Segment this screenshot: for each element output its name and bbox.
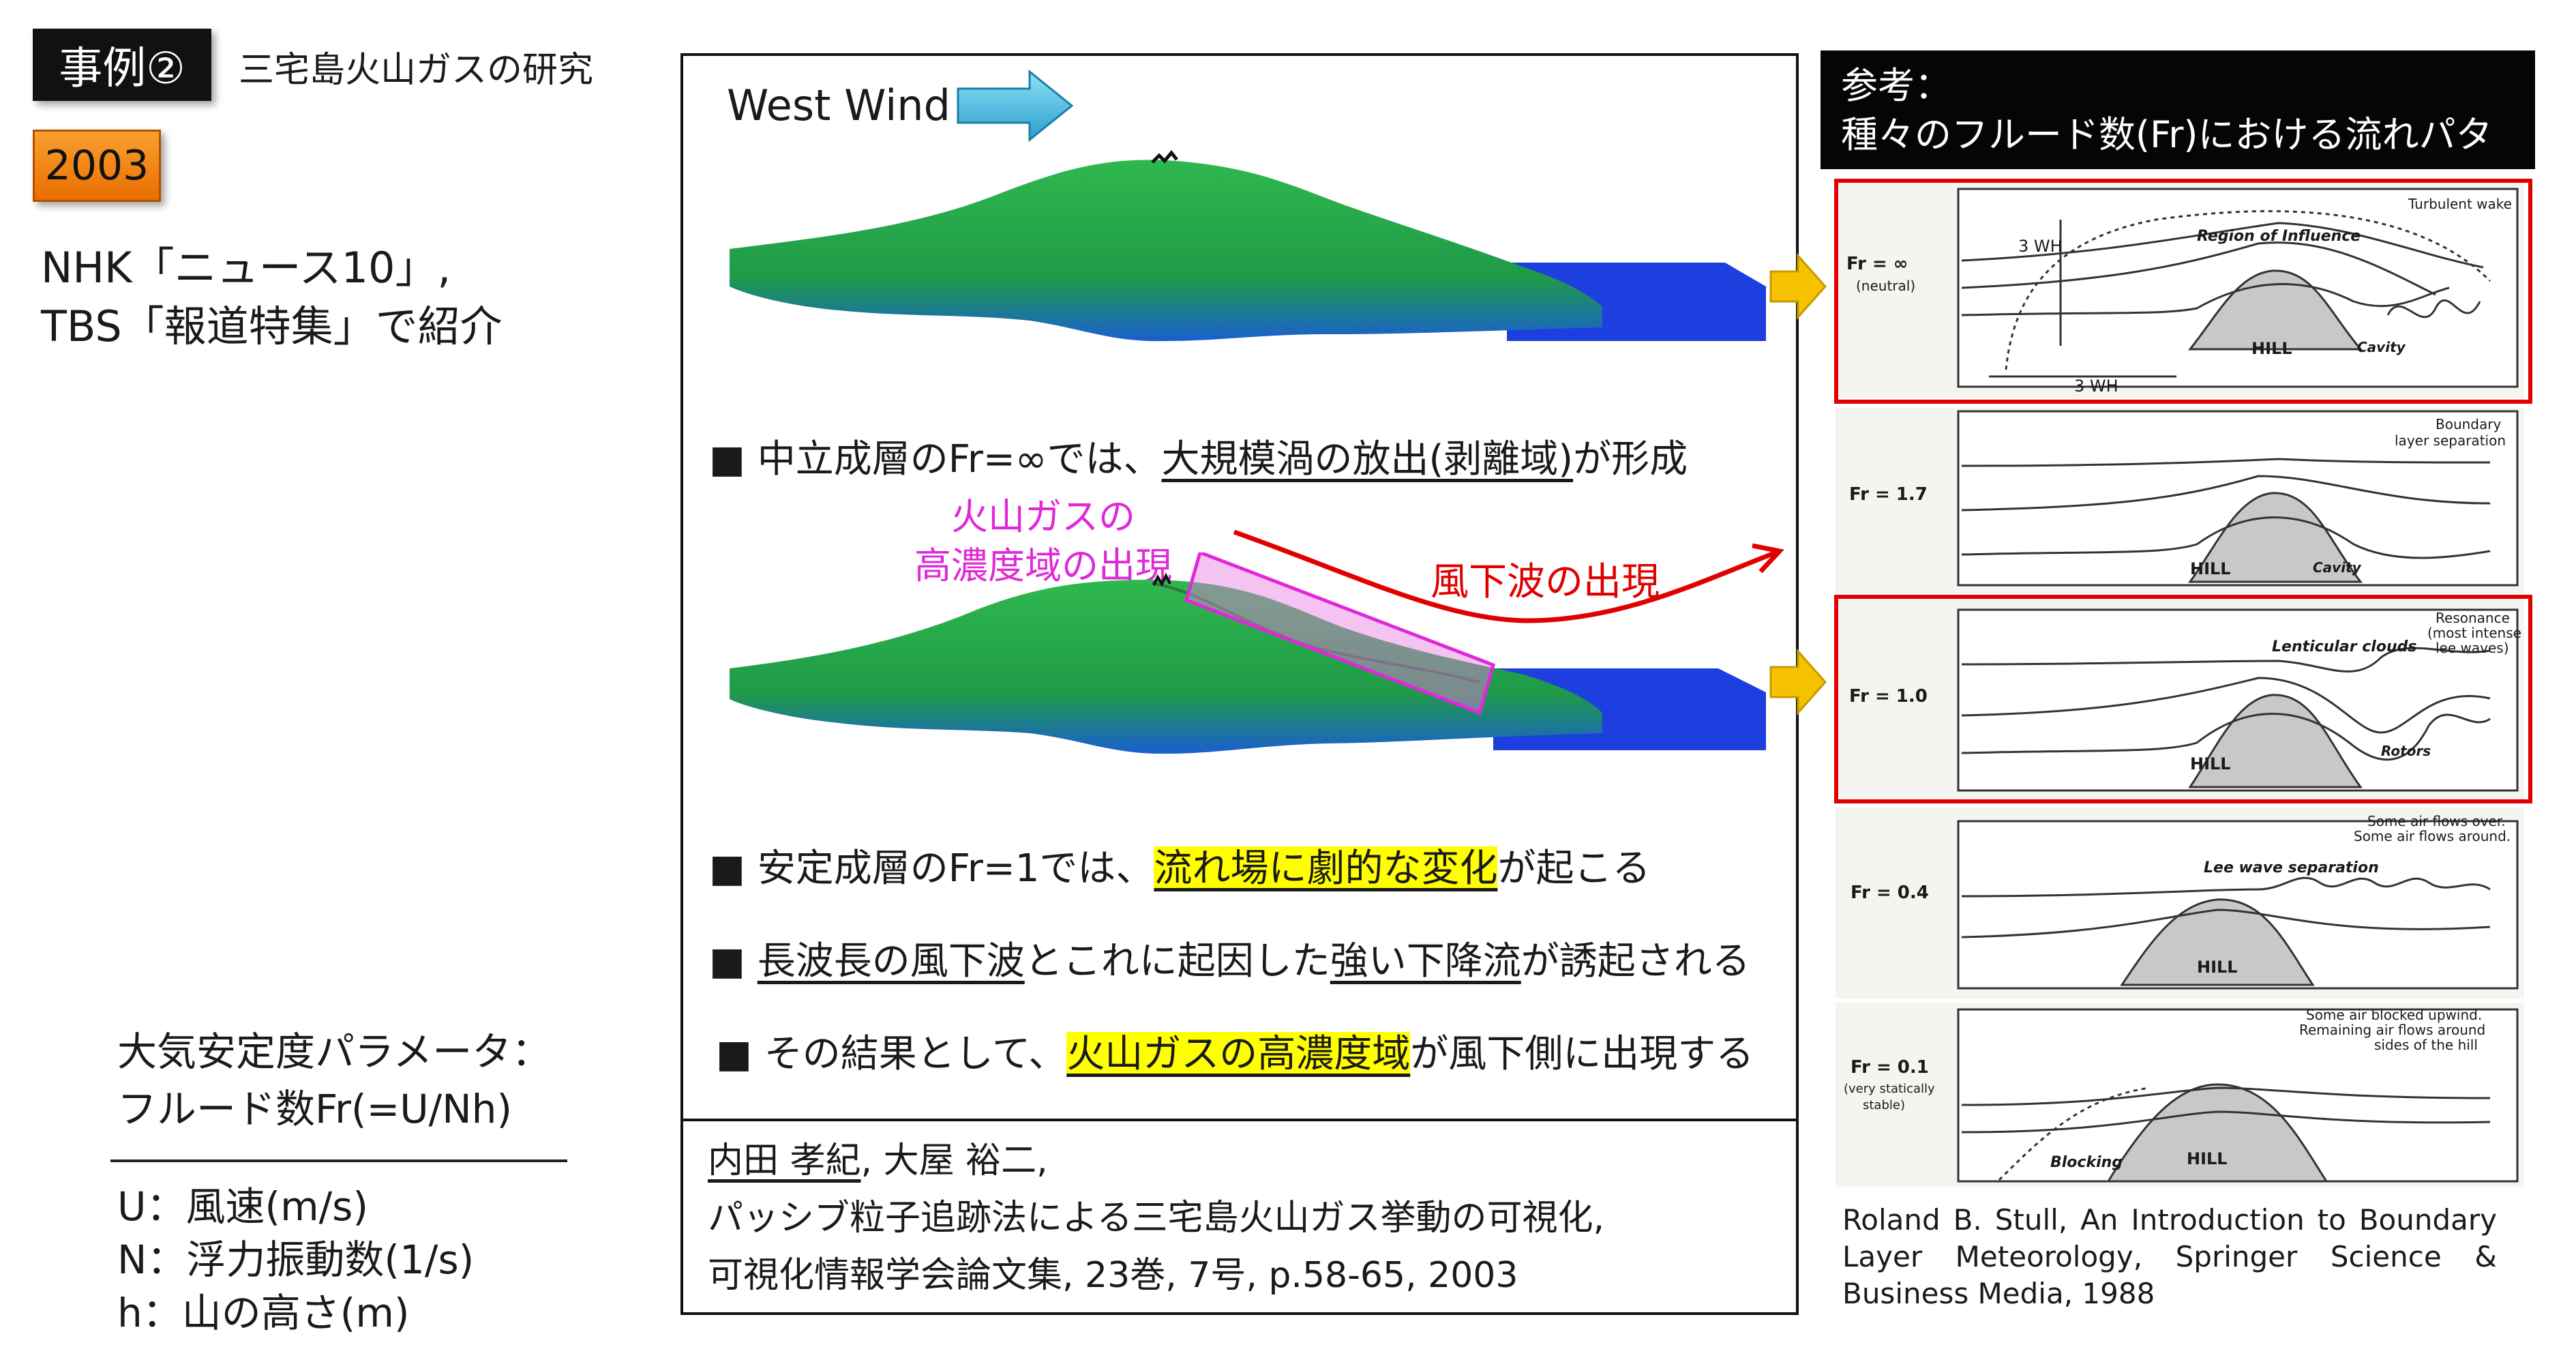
fr-inf-sub: (neutral) xyxy=(1856,278,1916,294)
bullet-lee-wave: ■ 長波長の風下波とこれに起因した強い下降流が誘起される xyxy=(709,930,1750,986)
bullet-result-highlight: 火山ガスの高濃度域 xyxy=(1066,1032,1411,1076)
label-lee-waves: lee waves) xyxy=(2436,640,2509,656)
year-tag: 2003 xyxy=(33,130,161,202)
flow-panel-0-1: Fr = 0.1 (very statically stable) Some a… xyxy=(1836,1003,2524,1187)
flow-panel-1-7: Fr = 1.7 Boundary layer separation HILL … xyxy=(1836,408,2524,593)
def-h: h：山の高さ(m) xyxy=(117,1290,410,1336)
label-turbulent-wake: Turbulent wake xyxy=(2408,196,2512,212)
gas-label-line-1: 火山ガスの xyxy=(951,495,1135,538)
ref-author-rest: , 大屋 裕二, xyxy=(860,1140,1048,1181)
media-line-2: TBS「報道特集」で紹介 xyxy=(41,301,503,351)
bullet-result-prefix: その結果として、 xyxy=(764,1032,1067,1076)
label-cavity: Cavity xyxy=(2357,339,2406,355)
parameter-title-1: 大気安定度パラメータ： xyxy=(117,1029,552,1075)
label-boundary: Boundary xyxy=(2436,416,2502,432)
ref-author-main: 内田 孝紀 xyxy=(708,1140,861,1181)
case-tag: 事例② xyxy=(33,29,211,101)
bullet-lee-wave-mid: とこれに起因した xyxy=(1024,939,1330,984)
center-reference: 内田 孝紀, 大屋 裕二, パッシブ粒子追跡法による三宅島火山ガス挙動の可視化,… xyxy=(708,1132,1604,1304)
terrain-stable-image xyxy=(730,552,1766,754)
label-hill: HILL xyxy=(2251,339,2292,358)
def-n: N：浮力振動数(1/s) xyxy=(117,1237,475,1283)
label-sides-hill: sides of the hill xyxy=(2374,1037,2478,1053)
bullet-marker: ■ xyxy=(716,1032,764,1076)
flow-panel-neutral: Fr = ∞ (neutral) Turbulent wake Region o… xyxy=(1836,179,2524,404)
fr-1-0-label: Fr = 1.0 xyxy=(1849,686,1928,707)
ref-journal: 可視化情報学会論文集, 23巻, 7号, p.58-65, 2003 xyxy=(708,1255,1518,1296)
label-3wh-vertical: 3 WH xyxy=(2018,237,2063,256)
media-line-1: NHK「ニュース10」, xyxy=(41,243,451,293)
bullet-stable-highlight: 流れ場に劇的な変化 xyxy=(1154,846,1498,891)
wind-arrow-icon xyxy=(957,69,1074,143)
parameter-title-2: フルード数Fr(=U/Nh) xyxy=(117,1086,512,1132)
parameter-divider xyxy=(110,1159,567,1162)
label-flows-over: Some air flows over. xyxy=(2367,813,2506,829)
bullet-result: ■ その結果として、火山ガスの高濃度域が風下側に出現する xyxy=(716,1023,1754,1078)
label-lenticular-clouds: Lenticular clouds xyxy=(2272,638,2417,655)
bullet-stable-prefix: 安定成層のFr=1では、 xyxy=(757,846,1154,891)
label-cavity: Cavity xyxy=(2313,559,2361,576)
west-wind-label: West Wind xyxy=(727,80,950,130)
label-flows-around: Some air flows around. xyxy=(2354,828,2511,844)
bullet-stable-suffix: が起こる xyxy=(1497,846,1651,891)
highlight-box-fr1 xyxy=(1834,595,2532,803)
bullet-neutral: ■ 中立成層のFr=∞では、大規模渦の放出(剥離域)が形成 xyxy=(709,428,1688,484)
bullet-lee-wave-u2: 強い下降流 xyxy=(1330,939,1521,984)
bullet-marker: ■ xyxy=(709,939,758,984)
fr-inf-label: Fr = ∞ xyxy=(1846,254,1908,274)
flow-panel-1-0: Fr = 1.0 Resonance (most intense lee wav… xyxy=(1836,596,2524,801)
label-hill: HILL xyxy=(2197,958,2238,977)
label-region-influence: Region of Influence xyxy=(2197,228,2361,245)
reference-header: 参考： 種々のフルード数(Fr)における流れパターン xyxy=(1821,50,2535,205)
reference-header-line-1: 参考： xyxy=(1841,64,1951,107)
lee-wave-arrow-icon xyxy=(1233,529,1784,623)
highlight-box-neutral xyxy=(1834,179,2532,404)
bullet-lee-wave-u1: 長波長の風下波 xyxy=(757,939,1025,984)
fr-0-4-label: Fr = 0.4 xyxy=(1851,883,1929,903)
label-hill: HILL xyxy=(2190,559,2231,578)
label-layer-separation: layer separation xyxy=(2395,432,2506,449)
bullet-marker: ■ xyxy=(709,437,758,482)
fr-0-1-label: Fr = 0.1 xyxy=(1851,1057,1929,1078)
figure-citation: Roland B. Stull, An Introduction to Boun… xyxy=(1842,1203,2497,1310)
flow-panel-0-4: Fr = 0.4 Some air flows over. Some air f… xyxy=(1836,808,2524,999)
label-3wh-horizontal: 3 WH xyxy=(2074,376,2118,396)
bullet-lee-wave-suffix: が誘起される xyxy=(1521,939,1750,984)
fr-0-1-sub: (very statically xyxy=(1844,1082,1935,1096)
parameter-title: 大気安定度パラメータ： フルード数Fr(=U/Nh) xyxy=(117,1023,551,1138)
label-hill: HILL xyxy=(2190,754,2231,773)
reference-divider xyxy=(683,1119,1796,1121)
bullet-marker: ■ xyxy=(709,846,758,891)
label-blocked-upwind: Some air blocked upwind. xyxy=(2306,1007,2483,1023)
label-lee-wave-separation: Lee wave separation xyxy=(2204,859,2379,876)
bullet-result-suffix: が風下側に出現する xyxy=(1410,1032,1754,1076)
def-u: U：風速(m/s) xyxy=(117,1183,368,1230)
bullet-neutral-underlined: 大規模渦の放出(剥離域) xyxy=(1161,437,1574,482)
terrain-neutral-image xyxy=(730,150,1766,342)
label-resonance: Resonance xyxy=(2436,610,2510,626)
label-remaining-air: Remaining air flows around xyxy=(2299,1022,2486,1038)
ref-title: パッシブ粒子追跡法による三宅島火山ガス挙動の可視化, xyxy=(708,1198,1604,1239)
bullet-neutral-prefix: 中立成層のFr=∞では、 xyxy=(757,437,1162,482)
label-rotors: Rotors xyxy=(2381,743,2431,759)
bullet-neutral-suffix: が形成 xyxy=(1573,437,1688,482)
bullet-stable: ■ 安定成層のFr=1では、流れ場に劇的な変化が起こる xyxy=(709,838,1650,893)
lee-wave-label: 風下波の出現 xyxy=(1431,560,1660,604)
label-most-intense: (most intense xyxy=(2427,625,2521,641)
pointer-arrow-icon xyxy=(1769,649,1827,715)
label-blocking: Blocking xyxy=(2050,1154,2123,1171)
pointer-arrow-icon xyxy=(1769,253,1827,320)
media-mentions: NHK「ニュース10」, TBS「報道特集」で紹介 xyxy=(41,239,503,356)
parameter-definitions: U：風速(m/s) N：浮力振動数(1/s) h：山の高さ(m) xyxy=(117,1180,474,1340)
label-hill: HILL xyxy=(2187,1149,2228,1168)
fr-0-1-sub2: stable) xyxy=(1863,1098,1905,1112)
case-title: 三宅島火山ガスの研究 xyxy=(239,50,594,91)
fr-1-7-label: Fr = 1.7 xyxy=(1849,484,1928,505)
